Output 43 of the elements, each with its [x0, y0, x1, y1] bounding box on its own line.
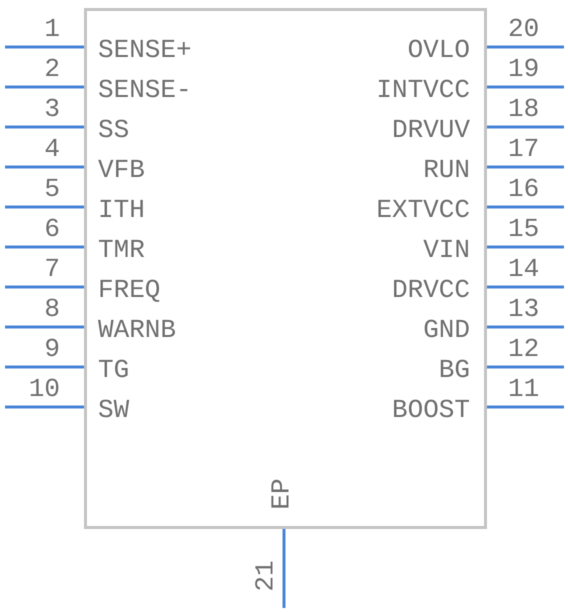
pin-name: SS: [98, 116, 130, 144]
pin-name: SENSE+: [98, 36, 192, 64]
pin-number: 2: [44, 55, 60, 83]
pin-number: 17: [508, 135, 540, 163]
pin-number: 16: [508, 175, 540, 203]
pin-number: 5: [44, 175, 60, 203]
pin-number: 10: [28, 375, 60, 403]
pin-name: EXTVCC: [376, 196, 470, 224]
pin-number: 12: [508, 335, 540, 363]
pin-number: 9: [44, 335, 60, 363]
pin-number: 21: [252, 560, 280, 592]
pin-number: 19: [508, 55, 540, 83]
pin-number: 8: [44, 295, 60, 323]
pin-name: EP: [268, 478, 296, 510]
pin-name: SENSE-: [98, 76, 192, 104]
pin-name: WARNB: [98, 316, 176, 344]
ic-body: [84, 8, 487, 529]
pin-name: TG: [98, 356, 130, 384]
pin-name: INTVCC: [376, 76, 470, 104]
pin-number: 11: [508, 375, 540, 403]
pin-name: ITH: [98, 196, 145, 224]
pin-number: 4: [44, 135, 60, 163]
pin-name: OVLO: [408, 36, 470, 64]
pin-number: 1: [44, 15, 60, 43]
pin-name: DRVUV: [392, 116, 470, 144]
pin-name: RUN: [423, 156, 470, 184]
pin-name: VIN: [423, 236, 470, 264]
pin-name: SW: [98, 396, 130, 424]
pin-number: 18: [508, 95, 540, 123]
pin-name: FREQ: [98, 276, 160, 304]
pin-number: 3: [44, 95, 60, 123]
pin-number: 6: [44, 215, 60, 243]
pin-name: GND: [423, 316, 470, 344]
pin-number: 15: [508, 215, 540, 243]
pin-number: 14: [508, 255, 540, 283]
pin-number: 7: [44, 255, 60, 283]
pin-name: TMR: [98, 236, 145, 264]
pin-name: DRVCC: [392, 276, 470, 304]
pin-number: 20: [508, 15, 540, 43]
pin-name: BOOST: [392, 396, 470, 424]
pin-name: VFB: [98, 156, 145, 184]
pin-name: BG: [438, 356, 470, 384]
pin-number: 13: [508, 295, 540, 323]
